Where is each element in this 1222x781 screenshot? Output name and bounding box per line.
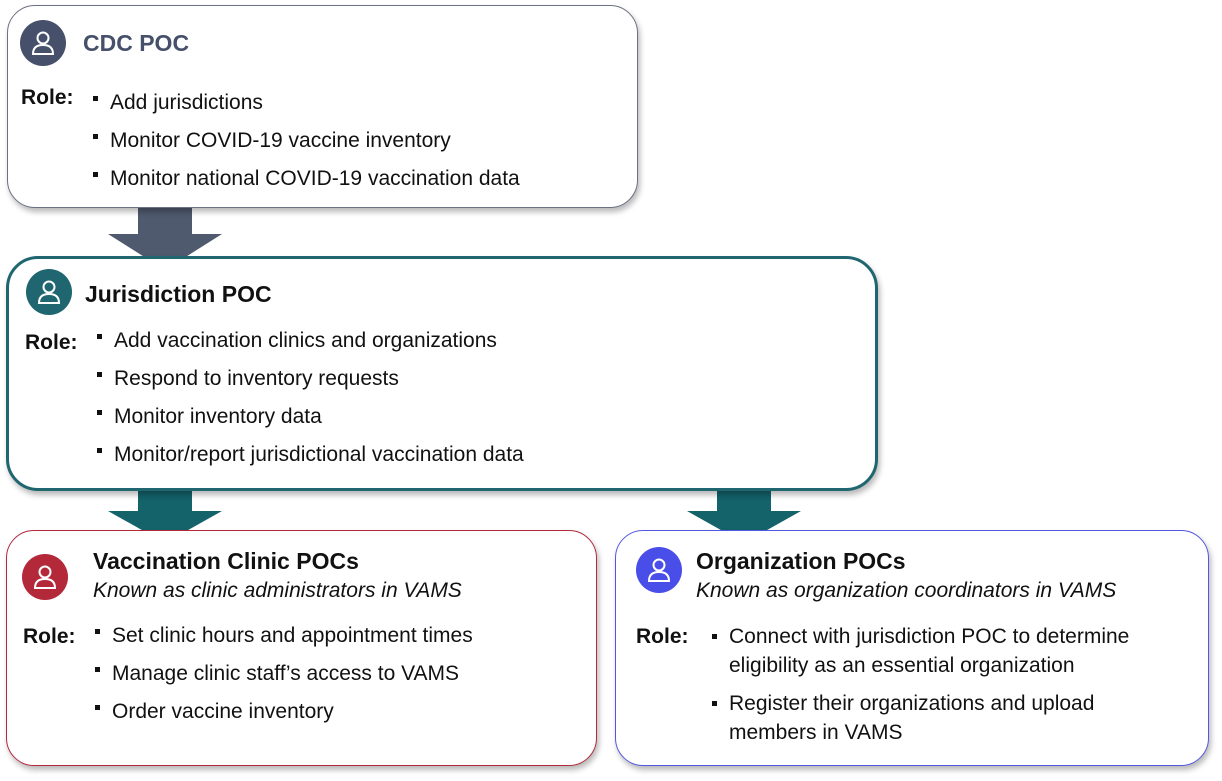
list-item: Respond to inventory requests <box>97 360 857 398</box>
organization-poc-subtitle: Known as organization coordinators in VA… <box>696 579 1117 602</box>
vaccination-clinic-poc-box: Vaccination Clinic POCs Known as clinic … <box>6 530 597 766</box>
organization-poc-box: Organization POCs Known as organization … <box>615 530 1209 766</box>
organization-role-list: Connect with jurisdiction POC to determi… <box>712 622 1142 747</box>
list-item: Monitor inventory data <box>97 398 857 436</box>
list-item: Connect with jurisdiction POC to determi… <box>712 622 1142 680</box>
person-icon <box>26 269 72 315</box>
jurisdiction-role-list: Add vaccination clinics and organization… <box>97 322 857 474</box>
list-item: Monitor/report jurisdictional vaccinatio… <box>97 436 857 474</box>
role-label: Role: <box>21 86 74 109</box>
jurisdiction-poc-title: Jurisdiction POC <box>85 281 272 307</box>
list-item: Add vaccination clinics and organization… <box>97 322 857 360</box>
clinic-poc-title: Vaccination Clinic POCs <box>93 548 359 574</box>
clinic-poc-subtitle: Known as clinic administrators in VAMS <box>93 579 462 602</box>
person-icon <box>22 554 68 600</box>
cdc-poc-title: CDC POC <box>83 30 190 56</box>
list-item: Manage clinic staff’s access to VAMS <box>95 655 585 693</box>
role-label: Role: <box>636 625 689 648</box>
person-icon <box>20 20 66 66</box>
organization-poc-title: Organization POCs <box>696 548 906 574</box>
person-icon <box>636 547 682 593</box>
role-label: Role: <box>25 331 78 354</box>
cdc-role-list: Add jurisdictions Monitor COVID-19 vacci… <box>93 84 623 198</box>
cdc-poc-box: CDC POC Role: Add jurisdictions Monitor … <box>7 5 638 208</box>
arrow-cdc-to-jurisdiction <box>108 204 222 270</box>
list-item: Register their organizations and upload … <box>712 689 1142 747</box>
list-item: Monitor national COVID-19 vaccination da… <box>93 160 623 198</box>
jurisdiction-poc-box: Jurisdiction POC Role: Add vaccination c… <box>6 256 878 491</box>
list-item: Set clinic hours and appointment times <box>95 617 585 655</box>
list-item: Order vaccine inventory <box>95 693 585 731</box>
arrow-jurisdiction-to-organization <box>687 481 801 543</box>
clinic-role-list: Set clinic hours and appointment times M… <box>95 617 585 731</box>
arrow-jurisdiction-to-clinic <box>108 481 222 543</box>
role-label: Role: <box>23 625 76 648</box>
list-item: Add jurisdictions <box>93 84 623 122</box>
list-item: Monitor COVID-19 vaccine inventory <box>93 122 623 160</box>
